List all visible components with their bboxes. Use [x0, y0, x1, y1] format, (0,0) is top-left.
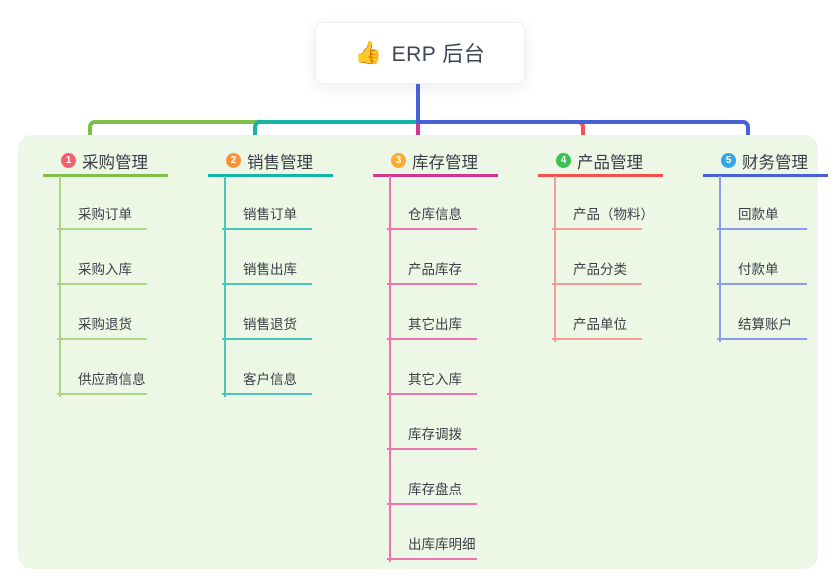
child-node[interactable]: 产品库存: [387, 253, 477, 285]
mindmap-panel: 1 采购管理 采购订单 采购入库 采购退货 供应商信息 2 销售管理 销售订单 …: [18, 135, 828, 569]
child-node[interactable]: 其它入库: [387, 363, 477, 395]
child-label: 回款单: [738, 207, 779, 222]
branch-node-sales[interactable]: 2 销售管理: [208, 147, 333, 177]
child-label: 付款单: [738, 262, 779, 277]
branch-title: 库存管理: [412, 153, 478, 172]
child-label: 销售订单: [243, 207, 297, 222]
child-node[interactable]: 供应商信息: [57, 363, 147, 395]
branch-trunk-line: [554, 176, 556, 342]
child-label: 产品库存: [408, 262, 462, 277]
child-label: 库存盘点: [408, 482, 462, 497]
branch-trunk-line: [389, 176, 391, 562]
root-node-label: ERP 后台: [391, 43, 486, 66]
child-node[interactable]: 仓库信息: [387, 198, 477, 230]
branch-node-purchase[interactable]: 1 采购管理: [43, 147, 168, 177]
branch-node-finance[interactable]: 5 财务管理: [703, 147, 828, 177]
child-label: 产品单位: [573, 317, 627, 332]
child-node[interactable]: 销售退货: [222, 308, 312, 340]
child-label: 销售退货: [243, 317, 297, 332]
child-label: 库存调拨: [408, 427, 462, 442]
branch-product: 4 产品管理 产品（物料） 产品分类 产品单位: [538, 135, 698, 569]
connector-root-stub: [416, 80, 420, 124]
child-label: 产品分类: [573, 262, 627, 277]
child-node[interactable]: 库存调拨: [387, 418, 477, 450]
child-node[interactable]: 销售订单: [222, 198, 312, 230]
badge-4: 4: [556, 153, 571, 168]
badge-5: 5: [721, 153, 736, 168]
branch-purchase: 1 采购管理 采购订单 采购入库 采购退货 供应商信息: [43, 135, 203, 569]
child-node[interactable]: 销售出库: [222, 253, 312, 285]
child-label: 采购订单: [78, 207, 132, 222]
branch-title: 财务管理: [742, 153, 808, 172]
child-node[interactable]: 出库库明细: [387, 528, 477, 560]
child-label: 出库库明细: [408, 537, 476, 552]
child-node[interactable]: 产品分类: [552, 253, 642, 285]
child-node[interactable]: 付款单: [717, 253, 807, 285]
child-label: 其它入库: [408, 372, 462, 387]
branch-title: 销售管理: [247, 153, 313, 172]
child-node[interactable]: 结算账户: [717, 308, 807, 340]
child-node[interactable]: 采购退货: [57, 308, 147, 340]
child-label: 销售出库: [243, 262, 297, 277]
branch-title: 采购管理: [82, 153, 148, 172]
child-node[interactable]: 库存盘点: [387, 473, 477, 505]
child-node[interactable]: 产品单位: [552, 308, 642, 340]
badge-1: 1: [61, 153, 76, 168]
branch-trunk-line: [719, 176, 721, 342]
child-label: 其它出库: [408, 317, 462, 332]
child-label: 供应商信息: [78, 372, 146, 387]
child-label: 仓库信息: [408, 207, 462, 222]
child-node[interactable]: 采购入库: [57, 253, 147, 285]
badge-3: 3: [391, 153, 406, 168]
branch-title: 产品管理: [577, 153, 643, 172]
child-label: 产品（物料）: [573, 207, 654, 222]
child-label: 采购入库: [78, 262, 132, 277]
child-label: 结算账户: [738, 317, 792, 332]
root-node-erp[interactable]: 👍 ERP 后台: [315, 22, 525, 84]
branch-sales: 2 销售管理 销售订单 销售出库 销售退货 客户信息: [208, 135, 368, 569]
child-node[interactable]: 回款单: [717, 198, 807, 230]
child-node[interactable]: 产品（物料）: [552, 198, 654, 230]
thumbs-up-icon: 👍: [354, 40, 383, 65]
connector-branch-1: [88, 120, 418, 147]
child-node[interactable]: 其它出库: [387, 308, 477, 340]
branch-node-product[interactable]: 4 产品管理: [538, 147, 663, 177]
child-label: 客户信息: [243, 372, 297, 387]
branch-finance: 5 财务管理 回款单 付款单 结算账户: [703, 135, 839, 569]
connector-branch-5: [418, 120, 750, 147]
branch-node-inventory[interactable]: 3 库存管理: [373, 147, 498, 177]
connector-branch-2: [253, 120, 418, 147]
branch-inventory: 3 库存管理 仓库信息 产品库存 其它出库 其它入库 库存调拨 库存盘点 出库库…: [373, 135, 533, 569]
child-node[interactable]: 采购订单: [57, 198, 147, 230]
branch-trunk-line: [59, 176, 61, 397]
branch-trunk-line: [224, 176, 226, 397]
badge-2: 2: [226, 153, 241, 168]
child-label: 采购退货: [78, 317, 132, 332]
child-node[interactable]: 客户信息: [222, 363, 312, 395]
